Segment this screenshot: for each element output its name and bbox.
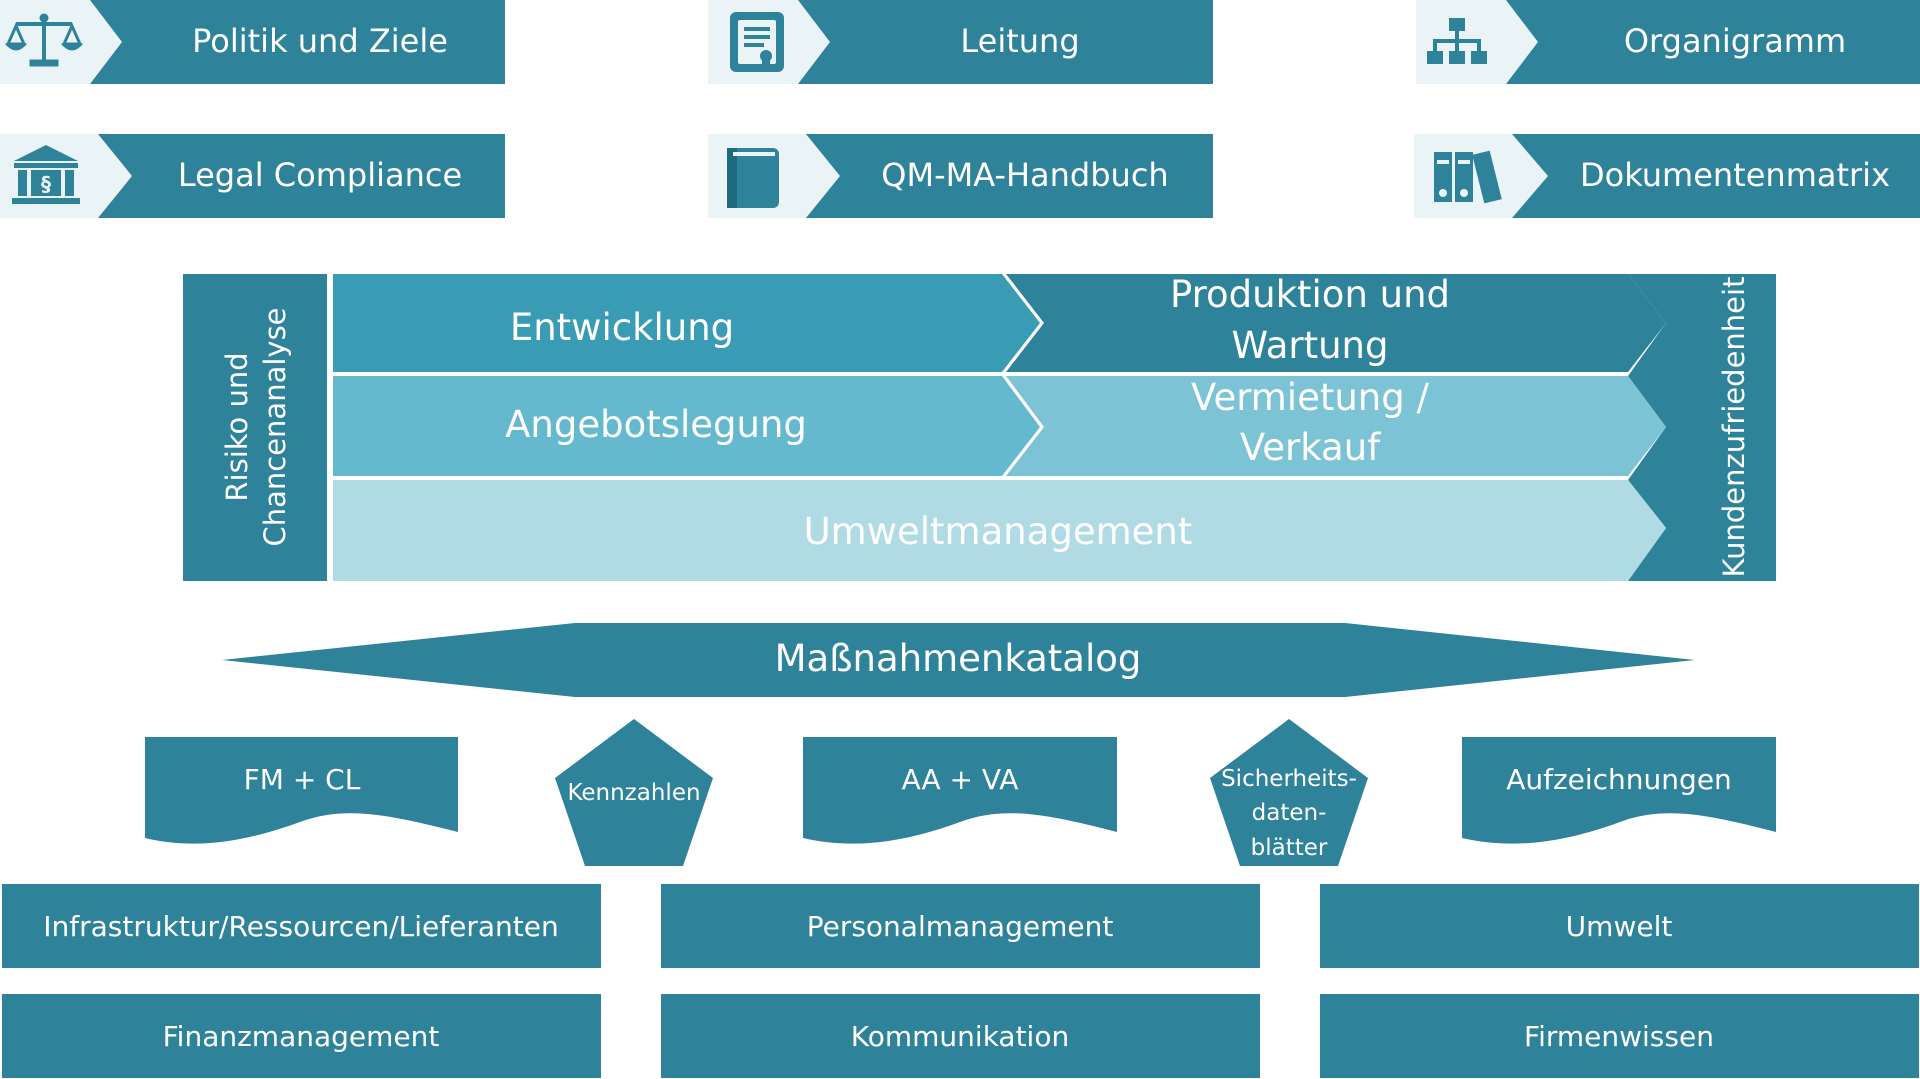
catalog-banner — [222, 623, 1695, 697]
box-firmenwissen[interactable]: Firmenwissen — [1320, 994, 1919, 1078]
link-label: Legal Compliance — [178, 156, 462, 194]
umwelt-label: Umweltmanagement — [804, 510, 1193, 553]
certificate-icon — [730, 12, 784, 72]
link-qm-ma-handbuch[interactable]: QM-MA-Handbuch — [708, 134, 1213, 218]
svg-text:§: § — [41, 172, 51, 196]
doc-fm-cl-label: FM + CL — [244, 763, 361, 796]
risk-analysis-label-2: Chancenanalyse — [258, 307, 292, 546]
vermietung-label-2: Verkauf — [1240, 426, 1381, 469]
sicherheit-label-1: Sicherheits- — [1221, 766, 1357, 792]
risk-analysis-column — [183, 274, 327, 581]
doc-fm-cl[interactable] — [145, 737, 458, 844]
entwicklung-label: Entwicklung — [510, 306, 734, 349]
box-kommunikation[interactable]: Kommunikation — [661, 994, 1260, 1078]
book-icon — [727, 148, 779, 208]
kennzahlen-label: Kennzahlen — [567, 780, 700, 806]
doc-aa-va-label: AA + VA — [902, 763, 1019, 796]
box-label: Infrastruktur/Ressourcen/Lieferanten — [43, 910, 558, 943]
risk-analysis-label: Risiko und — [220, 352, 254, 501]
link-label: Politik und Ziele — [192, 22, 448, 60]
produktion-label-1: Produktion und — [1170, 273, 1450, 316]
doc-aufzeichnungen-label: Aufzeichnungen — [1506, 763, 1732, 796]
box-infrastruktur[interactable]: Infrastruktur/Ressourcen/Lieferanten — [2, 884, 601, 968]
angebot-arrow — [333, 376, 1040, 476]
vermietung-arrow — [1006, 376, 1666, 476]
link-legal-compliance[interactable]: § Legal Compliance — [0, 134, 505, 218]
vermietung-label-1: Vermietung / — [1191, 376, 1430, 419]
sicherheitsdatenblaetter-pentagon[interactable] — [1210, 719, 1368, 866]
courthouse-icon: § — [12, 145, 80, 204]
box-label: Firmenwissen — [1524, 1020, 1714, 1053]
link-label: Organigramm — [1624, 22, 1846, 60]
link-label: QM-MA-Handbuch — [881, 156, 1168, 194]
entwicklung-arrow — [333, 274, 1040, 372]
kennzahlen-pentagon[interactable] — [555, 719, 713, 866]
link-label: Leitung — [960, 22, 1079, 60]
link-organigramm[interactable]: Organigramm — [1416, 0, 1920, 84]
angebot-label: Angebotslegung — [505, 403, 807, 446]
customer-satisfaction-column — [1628, 274, 1776, 581]
box-personalmanagement[interactable]: Personalmanagement — [661, 884, 1260, 968]
binders-icon — [1434, 150, 1502, 204]
sicherheit-label-3: blätter — [1251, 835, 1328, 861]
box-umwelt[interactable]: Umwelt — [1320, 884, 1919, 968]
produktion-label-2: Wartung — [1232, 324, 1389, 367]
org-chart-icon — [1427, 18, 1487, 64]
box-label: Kommunikation — [851, 1020, 1069, 1053]
umwelt-arrow — [333, 480, 1666, 581]
link-politik-und-ziele[interactable]: Politik und Ziele — [0, 0, 505, 84]
produktion-arrow — [1006, 274, 1666, 372]
scales-icon — [4, 13, 84, 67]
link-label: Dokumentenmatrix — [1580, 156, 1890, 194]
box-label: Umwelt — [1566, 910, 1673, 943]
doc-aa-va[interactable] — [803, 737, 1117, 844]
customer-satisfaction-label: Kundenzufriedenheit — [1717, 277, 1751, 578]
link-dokumentenmatrix[interactable]: Dokumentenmatrix — [1414, 134, 1920, 218]
box-label: Finanzmanagement — [163, 1020, 440, 1053]
box-label: Personalmanagement — [807, 910, 1114, 943]
box-finanzmanagement[interactable]: Finanzmanagement — [2, 994, 601, 1078]
doc-aufzeichnungen[interactable] — [1462, 737, 1776, 844]
catalog-label: Maßnahmenkatalog — [775, 637, 1142, 680]
sicherheit-label-2: daten- — [1252, 800, 1327, 826]
link-leitung[interactable]: Leitung — [708, 0, 1213, 84]
